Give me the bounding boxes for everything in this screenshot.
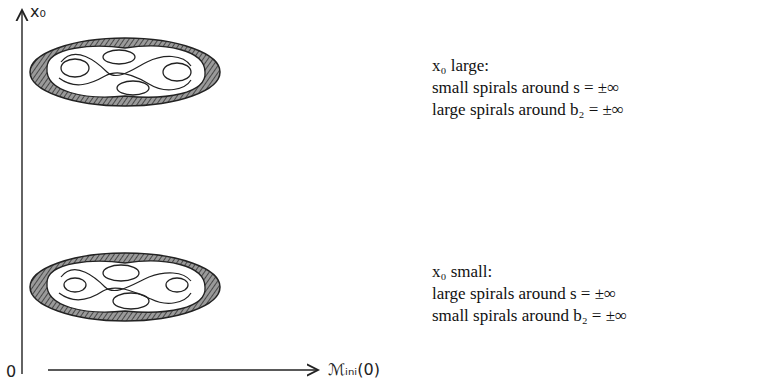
note-line: small spirals around b₂ = ±∞ <box>432 306 627 326</box>
axis-label: ℳᵢₙᵢ(0) <box>328 360 380 379</box>
axis-origin: 0 <box>6 362 16 381</box>
note-heading: x₀ large: <box>432 56 489 76</box>
note-line: large spirals around b₂ = ±∞ <box>432 100 624 120</box>
note-heading: x₀ small: <box>432 262 492 282</box>
axis-label: x₀ <box>30 2 46 21</box>
note-line: large spirals around s = ±∞ <box>432 284 616 304</box>
note-line: small spirals around s = ±∞ <box>432 78 619 98</box>
